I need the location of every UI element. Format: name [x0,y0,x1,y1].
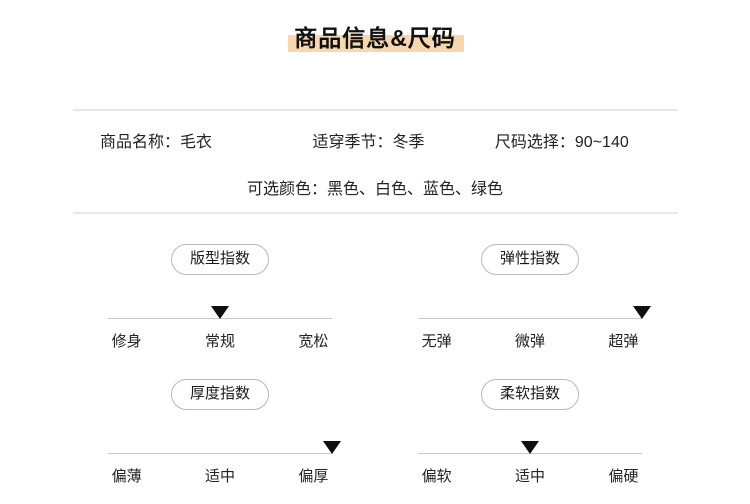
scale-marker-arrow-icon-softness [521,441,539,454]
index-scale-thickness[interactable]: 偏薄 适中 偏厚 [80,435,360,487]
color-options-row: 可选颜色：黑色、白色、蓝色、绿色 [0,175,750,199]
index-scale-fit[interactable]: 修身 常规 宽松 [80,300,360,352]
index-badge-container-thickness: 厚度指数 [80,379,360,413]
season-field: 适穿季节：冬季 [312,134,425,151]
scale-ticks-fit: 修身 常规 宽松 [80,330,360,351]
index-badge-thickness: 厚度指数 [170,379,269,410]
index-badge-elasticity: 弹性指数 [480,244,579,275]
title-highlight-band [288,35,464,52]
index-block-thickness: 厚度指数 偏薄 适中 偏厚 [80,379,360,487]
scale-tick-thickness-2: 偏厚 [298,468,329,485]
color-options-field: 可选颜色：黑色、白色、蓝色、绿色 [246,181,503,198]
page-title-container: 商品信息&尺码 [0,22,750,54]
scale-tick-elasticity-1: 微弹 [514,333,545,350]
scale-tick-fit-1: 常规 [204,333,235,350]
page-title: 商品信息&尺码 [288,22,464,54]
index-scale-softness[interactable]: 偏软 适中 偏硬 [390,435,670,487]
index-badge-container-fit: 版型指数 [80,244,360,278]
divider-top [73,109,678,111]
scale-marker-arrow-icon-elasticity [633,306,651,319]
scale-tick-thickness-1: 适中 [204,468,235,485]
index-badge-container-softness: 柔软指数 [390,379,670,413]
scale-line-thickness [108,453,332,454]
scale-tick-elasticity-0: 无弹 [421,333,452,350]
scale-tick-softness-1: 适中 [514,468,545,485]
scale-ticks-softness: 偏软 适中 偏硬 [390,465,670,486]
scale-ticks-thickness: 偏薄 适中 偏厚 [80,465,360,486]
index-badge-softness: 柔软指数 [480,379,579,410]
scale-marker-arrow-icon-fit [211,306,229,319]
index-badge-container-elasticity: 弹性指数 [390,244,670,278]
scale-tick-softness-2: 偏硬 [608,468,639,485]
scale-tick-fit-0: 修身 [111,333,142,350]
scale-ticks-elasticity: 无弹 微弹 超弹 [390,330,670,351]
scale-tick-softness-0: 偏软 [421,468,452,485]
divider-bottom [73,212,678,214]
scale-line-elasticity [418,318,642,319]
index-block-elasticity: 弹性指数 无弹 微弹 超弹 [390,244,670,352]
scale-tick-thickness-0: 偏薄 [111,468,142,485]
index-scale-elasticity[interactable]: 无弹 微弹 超弹 [390,300,670,352]
index-block-fit: 版型指数 修身 常规 宽松 [80,244,360,352]
size-field: 尺码选择：90~140 [494,134,629,151]
index-badge-fit: 版型指数 [170,244,269,275]
product-name-field: 商品名称：毛衣 [100,134,213,151]
scale-marker-arrow-icon-thickness [323,441,341,454]
scale-tick-fit-2: 宽松 [298,333,329,350]
product-info-row: 商品名称：毛衣 适穿季节：冬季 尺码选择：90~140 [0,128,750,152]
index-block-softness: 柔软指数 偏软 适中 偏硬 [390,379,670,487]
page-title-text: 商品信息&尺码 [294,25,456,51]
scale-tick-elasticity-2: 超弹 [608,333,639,350]
